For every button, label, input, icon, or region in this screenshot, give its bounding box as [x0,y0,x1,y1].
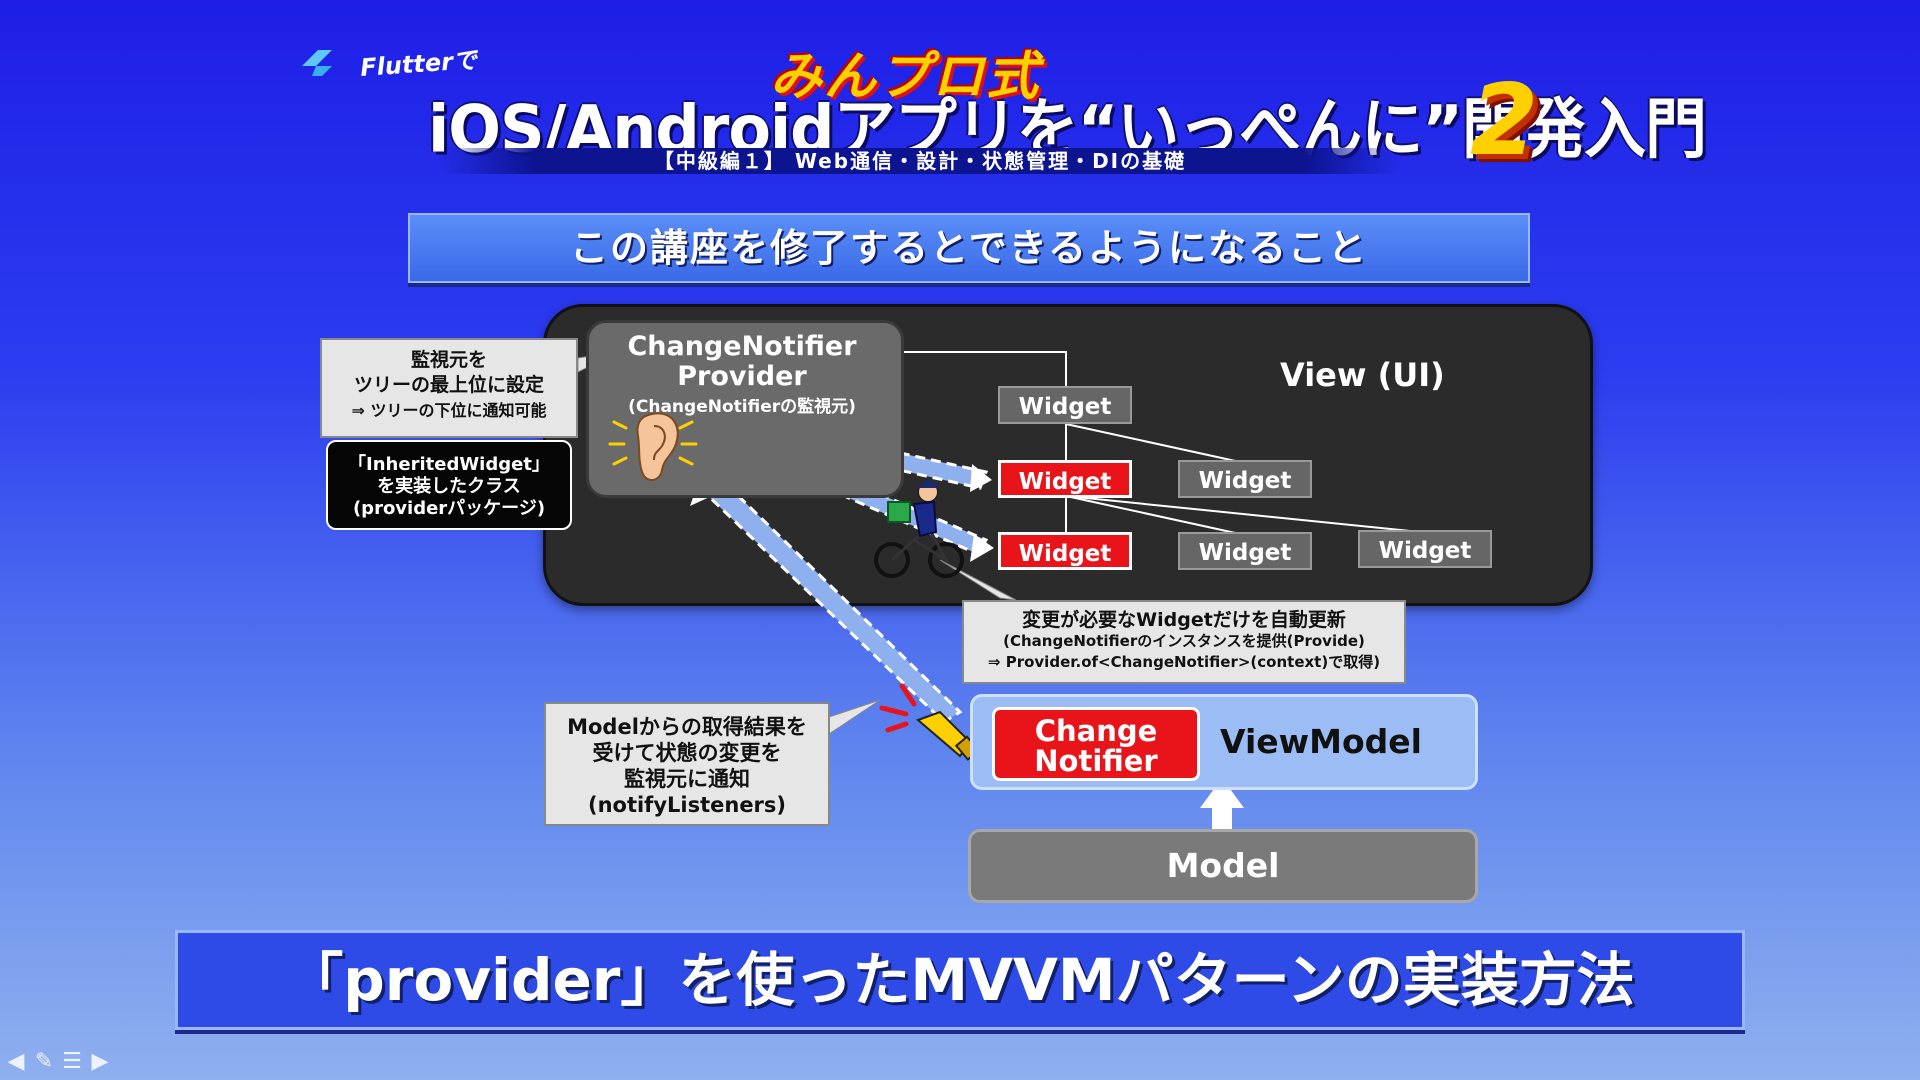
widget-root: Widget [998,386,1132,424]
provider-subtitle: (ChangeNotifierの監視元) [628,397,856,417]
pen-icon[interactable]: ✎ [34,1049,54,1074]
widget-mid-highlighted: Widget [998,460,1132,498]
callout-auto-update: 変更が必要なWidgetだけを自動更新 (ChangeNotifierのインスタ… [962,600,1406,684]
megaphone-icon [879,683,980,761]
arrow-left-icon[interactable]: ◀ [7,1049,25,1074]
view-label: View (UI) [1280,356,1445,394]
menu-icon[interactable]: ☰ [62,1049,82,1074]
flutter-logo-icon [302,50,332,76]
changenotifier-provider-box [586,320,904,498]
callout-inherited-widget: 「InheritedWidget」 を実装したクラス (providerパッケー… [326,440,572,530]
arrow-right-icon[interactable]: ▶ [91,1049,109,1074]
bottom-banner: 「provider」を使ったMVVMパターンの実装方法 [175,930,1745,1030]
section-banner: この講座を修了するとできるようになること [408,213,1530,283]
ear-icon [608,412,698,481]
brand-logo-text: みんプロ式 [770,47,1041,107]
viewmodel-label: ViewModel [1220,722,1422,761]
widget-low-right: Widget [1358,530,1492,568]
callout-notify-listeners: Modelからの取得結果を 受けて状態の変更を 監視元に通知 (notifyLi… [544,702,830,826]
model-box: Model [968,829,1478,903]
change-notifier-box: Change Notifier [992,707,1200,781]
widget-low-mid: Widget [1178,532,1312,570]
widget-mid-right: Widget [1178,460,1312,498]
slide-nav-bar: ◀ ✎ ☰ ▶ [4,1050,112,1076]
course-subtitle: 【中級編１】 Web通信・設計・状態管理・DIの基礎 [440,148,1400,174]
course-number: 2 [1470,64,1539,178]
callout-top-left: 監視元を ツリーの最上位に設定 ⇒ ツリーの下位に通知可能 [320,338,578,438]
provider-title: ChangeNotifier Provider [627,331,857,392]
delivery-cyclist-icon [874,480,964,578]
widget-low-highlighted: Widget [998,532,1132,570]
